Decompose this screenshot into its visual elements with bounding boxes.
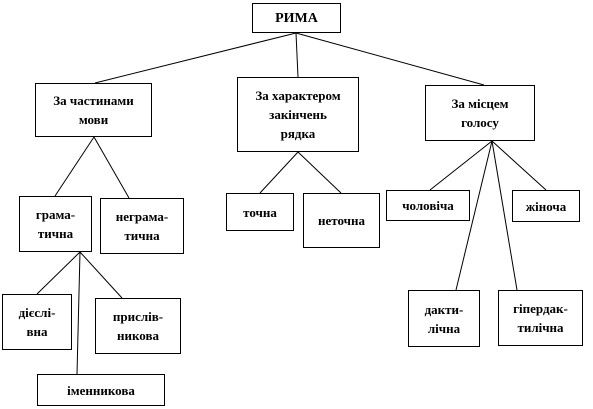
node-nongrammatical: неграма- тична <box>100 198 184 254</box>
node-exact: точна <box>226 193 294 231</box>
node-grammatical: грама- тична <box>19 196 92 252</box>
node-inexact: неточна <box>303 193 380 248</box>
connector-root-to-line-endings <box>295 32 299 78</box>
node-dactylic: дакти- лічна <box>408 290 480 347</box>
connector-root-to-parts-of-speech <box>94 32 297 84</box>
connector-grammatical-to-adverbial <box>79 251 123 299</box>
connector-stress-to-dactylic <box>455 140 493 291</box>
connector-grammatical-to-verbal <box>36 251 81 295</box>
connector-root-to-stress <box>295 32 485 86</box>
node-hyperdactylic: гіпердак- тилічна <box>498 290 583 346</box>
node-adverbial: прислів- никова <box>95 298 181 354</box>
connector-pos-to-nongrammatical <box>93 136 130 199</box>
connector-stress-to-masculine <box>429 140 493 191</box>
connector-endings-to-inexact <box>297 151 342 194</box>
connector-pos-to-grammatical <box>54 136 95 197</box>
connector-endings-to-exact <box>259 151 299 194</box>
node-masculine: чоловіча <box>386 190 470 221</box>
category-line-endings: За характером закінчень рядка <box>237 77 359 152</box>
category-parts-of-speech: За частинами мови <box>35 83 152 137</box>
connector-stress-to-feminine <box>491 140 547 191</box>
node-nominal: іменникова <box>37 374 165 406</box>
root-node-rhyme: РИМА <box>252 3 341 33</box>
node-feminine: жіноча <box>512 190 580 222</box>
category-stress-position: За місцем голосу <box>425 85 535 141</box>
connector-stress-to-hyperdactylic <box>491 140 518 291</box>
node-verbal: дієслі- вна <box>2 294 72 350</box>
connector-grammatical-to-nominal <box>76 251 81 375</box>
